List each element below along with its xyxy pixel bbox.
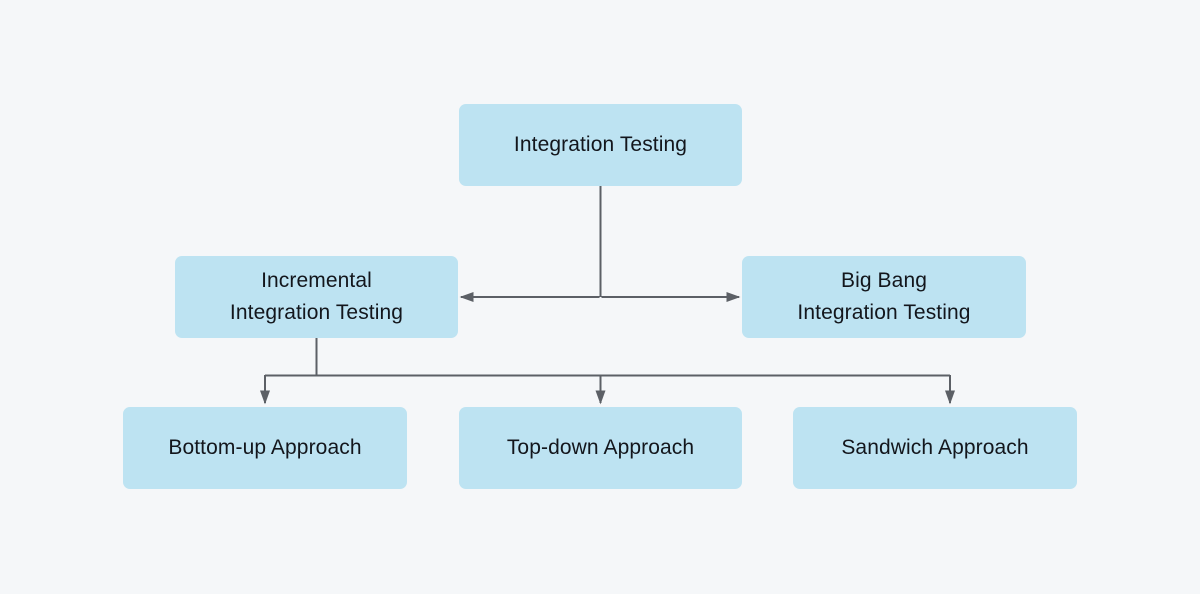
- node-incremental-integration-testing[interactable]: Incremental Integration Testing: [175, 256, 458, 338]
- node-label: Bottom-up Approach: [168, 436, 362, 460]
- node-bottom-up-approach[interactable]: Bottom-up Approach: [123, 407, 407, 489]
- node-label: Top-down Approach: [506, 436, 695, 460]
- node-label: Big Bang Integration Testing: [797, 269, 971, 324]
- node-label: Sandwich Approach: [841, 436, 1029, 460]
- node-label: Integration Testing: [513, 133, 688, 157]
- node-top-down-approach[interactable]: Top-down Approach: [459, 407, 742, 489]
- node-label: Incremental Integration Testing: [229, 269, 404, 324]
- node-integration-testing[interactable]: Integration Testing: [459, 104, 742, 186]
- node-big-bang-integration-testing[interactable]: Big Bang Integration Testing: [742, 256, 1026, 338]
- node-sandwich-approach[interactable]: Sandwich Approach: [793, 407, 1077, 489]
